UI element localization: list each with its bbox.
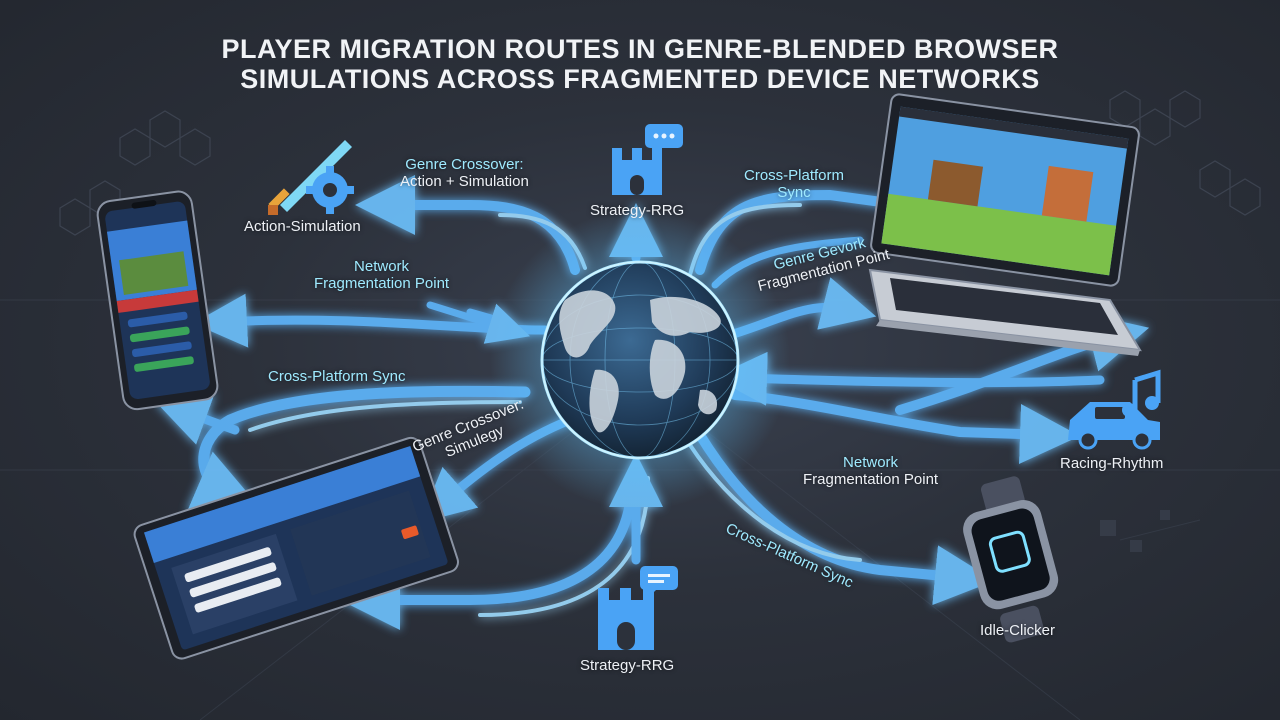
node-label-racing-rhythm: Racing-Rhythm: [1060, 455, 1164, 472]
gear-icon: [306, 166, 354, 214]
node-label-idle-clicker: Idle-Clicker: [980, 622, 1056, 639]
route-label-genre-crossover-top: Genre Crossover: Action + Simulation: [400, 156, 529, 190]
chat-bubble-icon-bottom: [640, 566, 678, 600]
route-label-network-frag-left-line2: Fragmentation Point: [314, 275, 450, 292]
diagram-title-line1: PLAYER MIGRATION ROUTES IN GENRE-BLENDED…: [221, 34, 1059, 64]
castle-icon-top: [612, 148, 662, 195]
race-car-icon: [1068, 402, 1160, 450]
chat-bubble-icon-top: [645, 124, 683, 158]
route-label-genre-crossover-top-line2: Action + Simulation: [400, 173, 529, 190]
route-label-cross-platform-left: Cross-Platform Sync: [268, 368, 406, 385]
music-note-icon: [1122, 369, 1161, 417]
laptop-device: [868, 93, 1142, 356]
node-label-strategy-top: Strategy-RRG: [590, 202, 685, 219]
route-label-cross-platform-top-line2: Sync: [777, 184, 811, 201]
tablet-device: [133, 436, 459, 660]
route-label-network-frag-right-line2: Fragmentation Point: [803, 471, 939, 488]
node-label-action-simulation: Action-Simulation: [244, 218, 361, 235]
route-label-cross-platform-top-line1: Cross-Platform: [744, 167, 845, 184]
node-label-strategy-bottom: Strategy-RRG: [580, 657, 675, 674]
smartphone-device: [96, 190, 219, 411]
route-label-network-frag-left-line1: Network: [354, 258, 410, 275]
pixel-sword-icon: [268, 140, 352, 215]
route-label-genre-crossover-top-line1: Genre Crossover:: [405, 156, 524, 173]
castle-icon-bottom: [598, 588, 654, 650]
route-label-network-frag-right: Network Fragmentation Point: [803, 454, 938, 488]
smartwatch-device: [963, 476, 1059, 643]
route-label-network-frag-left: Network Fragmentation Point: [314, 258, 449, 292]
route-label-cross-platform-top: Cross-Platform Sync: [744, 167, 844, 201]
route-globe-to-tablet-bottom: [340, 473, 637, 630]
route-globe-to-tablet: [186, 385, 531, 513]
diagram-title-line2: SIMULATIONS ACROSS FRAGMENTED DEVICE NET…: [240, 64, 1040, 94]
route-label-network-frag-right-line1: Network: [843, 454, 899, 471]
